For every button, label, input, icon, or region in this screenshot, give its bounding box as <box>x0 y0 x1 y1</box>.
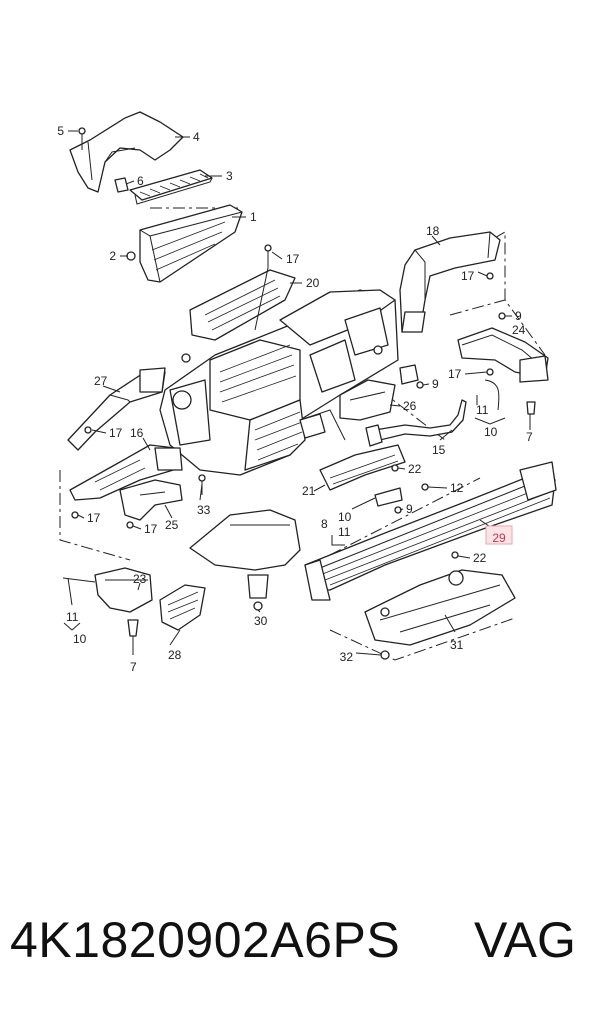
callout-17: 17 <box>286 252 300 266</box>
callout-23: 23 <box>133 572 147 586</box>
callout-17: 17 <box>144 522 158 536</box>
part-20-grille-duct <box>189 244 296 341</box>
callout-32: 32 <box>340 650 354 664</box>
part-29-dash-vent <box>304 461 557 601</box>
callout-15: 15 <box>432 443 446 457</box>
callout-29-highlight <box>485 525 513 545</box>
callout-6: 6 <box>137 174 144 188</box>
callout-22: 22 <box>473 551 487 565</box>
part-25-footwell-duct <box>119 479 183 529</box>
callout-25: 25 <box>165 518 179 532</box>
callout-7: 7 <box>526 430 533 444</box>
callout-27: 27 <box>94 374 108 388</box>
callout-11: 11 <box>476 403 489 417</box>
callout-1: 1 <box>250 210 257 224</box>
callout-18: 18 <box>426 224 440 238</box>
exploded-parts-diagram: 1234561720181792417111072717169261522122… <box>57 111 557 674</box>
callout-16: 16 <box>130 426 144 440</box>
leader-lines <box>63 130 531 656</box>
callout-5: 5 <box>57 124 64 138</box>
callout-8: 8 <box>321 517 328 531</box>
callout-26: 26 <box>403 399 417 413</box>
callout-17: 17 <box>87 511 101 525</box>
part-number-text: 4K1820902A6PS <box>10 912 401 968</box>
part-23-lower-left-duct <box>62 567 153 637</box>
part-31-lower-plate <box>364 569 516 660</box>
part-16-left-lower-duct <box>69 444 183 519</box>
part-28-lower-outlet <box>159 584 206 631</box>
callout-7: 7 <box>130 660 137 674</box>
brand-text: VAG <box>474 912 576 968</box>
callout-21: 21 <box>302 484 316 498</box>
callout-28: 28 <box>168 648 182 662</box>
callout-29: 29 <box>492 531 506 545</box>
main-hvac-housing <box>159 289 399 476</box>
callout-31: 31 <box>450 638 464 652</box>
callout-12: 12 <box>450 481 464 495</box>
callout-9: 9 <box>432 377 439 391</box>
callout-17: 17 <box>109 426 123 440</box>
callout-11: 11 <box>338 525 351 539</box>
callout-4: 4 <box>193 130 200 144</box>
callout-22: 22 <box>408 462 422 476</box>
part-24-side-duct <box>457 312 549 383</box>
callout-30: 30 <box>254 614 268 628</box>
part-4-upper-cover <box>69 111 184 193</box>
callout-10: 10 <box>73 632 87 646</box>
callout-9: 9 <box>515 309 522 323</box>
callout-3: 3 <box>226 169 233 183</box>
callout-11: 11 <box>66 610 79 624</box>
part-1-air-box <box>126 204 243 283</box>
callout-17: 17 <box>461 269 475 283</box>
dashed-group-lines <box>59 207 546 661</box>
callout-9: 9 <box>406 502 413 516</box>
part-18-right-duct <box>399 231 501 333</box>
footer: 4K1820902A6PS VAG <box>0 900 600 980</box>
part-30-column-cover <box>189 509 301 611</box>
part-15-hose <box>365 399 467 447</box>
callout-10: 10 <box>338 510 352 524</box>
part-26-center-outlet <box>339 364 424 421</box>
right-clip-7 <box>474 379 536 425</box>
part-21-center-vent <box>319 444 429 514</box>
callout-17: 17 <box>448 367 462 381</box>
callout-10: 10 <box>484 425 498 439</box>
callout-33: 33 <box>197 503 211 517</box>
part-3-grille <box>114 169 213 205</box>
callout-24: 24 <box>512 323 526 337</box>
callout-2: 2 <box>109 249 116 263</box>
callout-20: 20 <box>306 276 320 290</box>
